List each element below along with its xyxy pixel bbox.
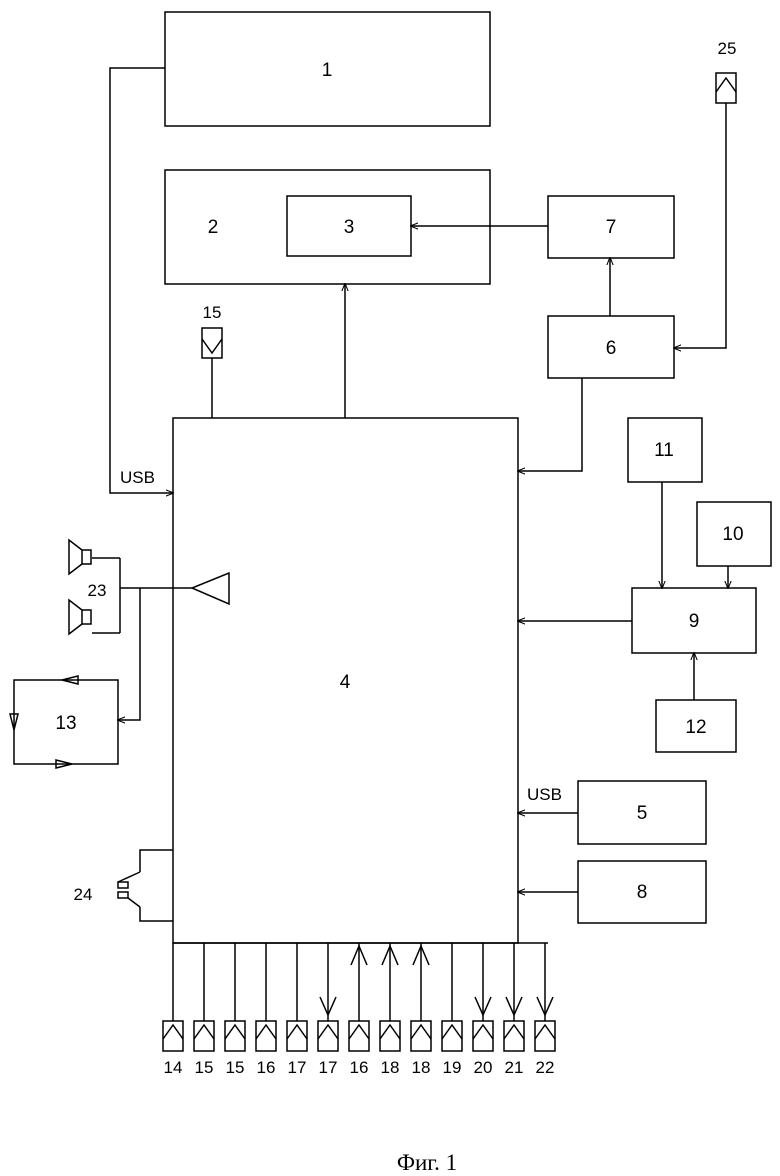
sensor-label: 14 bbox=[164, 1058, 183, 1077]
sensor-18-icon bbox=[380, 943, 400, 1051]
block-6-label: 6 bbox=[606, 338, 617, 359]
block-1-label: 1 bbox=[322, 60, 333, 81]
block-2-label: 2 bbox=[208, 217, 219, 238]
sensor-label: 22 bbox=[536, 1058, 555, 1077]
sensor-label: 16 bbox=[257, 1058, 276, 1077]
sensor-label: 21 bbox=[505, 1058, 524, 1077]
block-9-label: 9 bbox=[689, 611, 700, 632]
sensor-17-icon bbox=[318, 943, 338, 1051]
block-5-label: 5 bbox=[637, 803, 648, 824]
sensor-16-icon bbox=[256, 943, 276, 1051]
block-10-label: 10 bbox=[722, 524, 743, 545]
speaker-icon bbox=[69, 540, 91, 574]
sensor-19-icon bbox=[442, 943, 462, 1051]
sensor-15-top-label: 15 bbox=[203, 303, 222, 322]
block-13-label: 13 bbox=[55, 713, 76, 734]
sensor-21-icon bbox=[504, 943, 524, 1051]
sensor-15-icon bbox=[194, 943, 214, 1051]
figure-caption: Фиг. 1 bbox=[397, 1150, 457, 1175]
sensor-label: 19 bbox=[443, 1058, 462, 1077]
sensor-14-icon bbox=[163, 943, 183, 1051]
block-8-label: 8 bbox=[637, 882, 648, 903]
usb-left-label: USB bbox=[120, 468, 155, 487]
speaker-icon bbox=[69, 600, 91, 634]
sensor-15-icon bbox=[225, 943, 245, 1051]
switch-label: 24 bbox=[74, 885, 93, 904]
sensor-18-icon bbox=[411, 943, 431, 1051]
sensor-label: 18 bbox=[381, 1058, 400, 1077]
sensor-label: 20 bbox=[474, 1058, 493, 1077]
usb-right-label: USB bbox=[527, 785, 562, 804]
speakers-label: 23 bbox=[88, 581, 107, 600]
sensor-16-icon bbox=[349, 943, 369, 1051]
sensor-label: 17 bbox=[319, 1058, 338, 1077]
sensor-label: 16 bbox=[350, 1058, 369, 1077]
block-7-label: 7 bbox=[606, 217, 617, 238]
sensor-label: 17 bbox=[288, 1058, 307, 1077]
sensor-20-icon bbox=[473, 943, 493, 1051]
sensor-25-icon bbox=[716, 73, 736, 103]
sensor-17-icon bbox=[287, 943, 307, 1051]
switch-icon bbox=[118, 872, 140, 907]
sensor-22-icon bbox=[535, 943, 555, 1051]
amplifier-icon bbox=[192, 573, 229, 604]
sensor-label: 15 bbox=[195, 1058, 214, 1077]
block-12-label: 12 bbox=[685, 717, 706, 738]
block-4-label: 4 bbox=[340, 672, 351, 693]
sensor-label: 15 bbox=[226, 1058, 245, 1077]
sensor-15-icon bbox=[202, 328, 222, 358]
sensor-25-label: 25 bbox=[718, 39, 737, 58]
block-11-label: 11 bbox=[654, 440, 674, 461]
block-3-label: 3 bbox=[344, 217, 355, 238]
sensor-label: 18 bbox=[412, 1058, 431, 1077]
